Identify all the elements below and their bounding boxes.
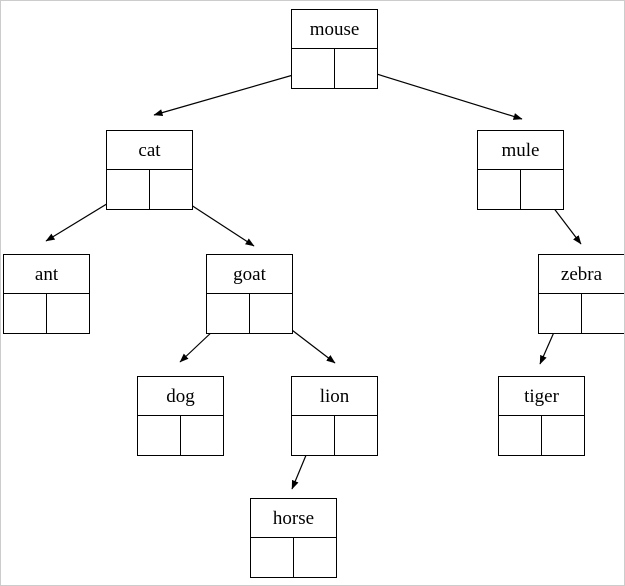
tree-node-pointers-mouse <box>292 49 377 88</box>
tree-node-left-pointer-cat <box>107 170 150 209</box>
tree-node-label-goat: goat <box>207 255 292 294</box>
tree-node-left-pointer-goat <box>207 294 250 333</box>
tree-edge-mouse-to-mule <box>353 66 523 120</box>
tree-node-left-pointer-lion <box>292 416 335 455</box>
tree-node-left-pointer-dog <box>138 416 181 455</box>
tree-node-lion[interactable]: lion <box>291 376 378 456</box>
tree-node-label-horse: horse <box>251 499 336 538</box>
tree-node-right-pointer-mouse <box>335 49 378 88</box>
tree-node-left-pointer-tiger <box>499 416 542 455</box>
tree-node-pointers-cat <box>107 170 192 209</box>
tree-node-label-zebra: zebra <box>539 255 624 294</box>
tree-node-pointers-mule <box>478 170 563 209</box>
tree-node-label-mule: mule <box>478 131 563 170</box>
tree-node-zebra[interactable]: zebra <box>538 254 624 334</box>
tree-node-left-pointer-mouse <box>292 49 335 88</box>
tree-node-label-dog: dog <box>138 377 223 416</box>
tree-edge-mouse-to-cat <box>153 68 315 117</box>
tree-node-right-pointer-zebra <box>582 294 625 333</box>
tree-node-label-ant: ant <box>4 255 89 294</box>
tree-node-goat[interactable]: goat <box>206 254 293 334</box>
tree-node-right-pointer-goat <box>250 294 293 333</box>
tree-node-label-mouse: mouse <box>292 10 377 49</box>
tree-node-pointers-horse <box>251 538 336 577</box>
tree-node-dog[interactable]: dog <box>137 376 224 456</box>
tree-node-pointers-zebra <box>539 294 624 333</box>
tree-node-label-cat: cat <box>107 131 192 170</box>
tree-node-right-pointer-cat <box>150 170 193 209</box>
tree-node-pointers-dog <box>138 416 223 455</box>
tree-node-pointers-goat <box>207 294 292 333</box>
tree-node-left-pointer-ant <box>4 294 47 333</box>
tree-node-right-pointer-horse <box>294 538 337 577</box>
tree-node-left-pointer-mule <box>478 170 521 209</box>
tree-node-right-pointer-lion <box>335 416 378 455</box>
tree-node-label-lion: lion <box>292 377 377 416</box>
tree-node-label-tiger: tiger <box>499 377 584 416</box>
tree-node-mule[interactable]: mule <box>477 130 564 210</box>
tree-node-cat[interactable]: cat <box>106 130 193 210</box>
tree-node-mouse[interactable]: mouse <box>291 9 378 89</box>
tree-node-right-pointer-mule <box>521 170 564 209</box>
tree-node-left-pointer-zebra <box>539 294 582 333</box>
tree-node-tiger[interactable]: tiger <box>498 376 585 456</box>
tree-node-horse[interactable]: horse <box>250 498 337 578</box>
tree-node-ant[interactable]: ant <box>3 254 90 334</box>
tree-node-pointers-tiger <box>499 416 584 455</box>
tree-node-right-pointer-ant <box>47 294 90 333</box>
tree-node-right-pointer-tiger <box>542 416 585 455</box>
tree-node-left-pointer-horse <box>251 538 294 577</box>
tree-node-pointers-ant <box>4 294 89 333</box>
tree-node-right-pointer-dog <box>181 416 224 455</box>
tree-node-pointers-lion <box>292 416 377 455</box>
